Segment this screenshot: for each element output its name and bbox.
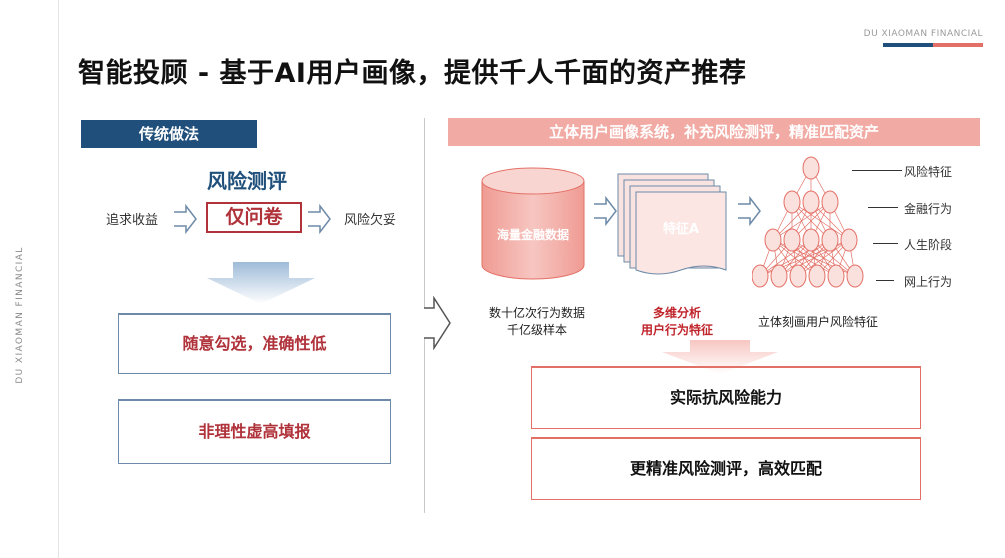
output-label: 风险欠妥 [344,213,397,228]
feature-caption-line: 用户行为特征 [640,323,713,337]
feature-label: 特征A [662,222,700,237]
network-node [802,190,820,214]
network-node [789,264,807,288]
feature-line [876,280,894,281]
network-node [840,228,858,252]
network-caption: 立体刻画用户风险特征 [757,315,878,329]
side-brand: DU XIAOMAN FINANCIAL [6,200,34,430]
network-feature-label: 人生阶段 [904,238,953,252]
arrow-right-icon [594,196,617,226]
feature-docs-icon [617,173,727,275]
database-caption-line: 数十亿次行为数据 [488,306,585,320]
network-edge [759,239,812,277]
arrow-right-icon [308,204,331,234]
side-brand-text: DU XIAOMAN FINANCIAL [15,246,25,384]
feature-caption: 多维分析 用户行为特征 [632,304,722,338]
network-edge [759,239,831,277]
network-edge [778,239,850,277]
chevron-right-icon [424,296,451,350]
database-caption-line: 千亿级样本 [506,323,567,337]
network-node [827,264,845,288]
down-arrow-icon [662,340,778,374]
network-node [764,228,782,252]
network-node [752,264,769,288]
left-border-line [58,0,59,558]
network-node [783,228,801,252]
slide-title: 智能投顾 - 基于AI用户画像，提供千人千面的资产推荐 [78,58,747,89]
feature-line [852,170,902,171]
network-feature-label: 网上行为 [904,275,953,289]
network-node [821,228,839,252]
arrow-right-icon [738,196,761,226]
brand-logo-text: DU XIAOMAN FINANCIAL [863,29,983,39]
risk-assessment-title: 风险测评 [207,169,287,193]
network-node [808,264,826,288]
right-section-header: 立体用户画像系统，补充风险测评，精准匹配资产 [448,118,980,146]
network-node [821,190,839,214]
feature-caption-line: 多维分析 [652,306,701,320]
problem-box-2: 非理性虚高填报 [118,399,391,464]
network-node [802,228,820,252]
database-caption: 数十亿次行为数据 千亿级样本 [478,304,596,338]
network-edge [772,201,831,241]
input-label: 追求收益 [106,213,159,228]
result-box-1: 实际抗风险能力 [531,366,921,429]
network-edge [797,239,850,277]
neural-network-icon [752,156,864,288]
left-section-header: 传统做法 [81,120,257,148]
arrow-right-icon [174,204,197,234]
network-feature-label: 金融行为 [904,202,953,216]
network-node [783,190,801,214]
down-arrow-icon [207,262,315,304]
database-label: 海量金融数据 [496,228,569,242]
database-icon [481,167,585,280]
network-node [802,156,820,180]
problem-box-1: 随意勾选，准确性低 [118,313,391,374]
questionnaire-box: 仅问卷 [206,202,302,233]
network-feature-label: 风险特征 [904,165,953,179]
network-node [846,264,864,288]
brand-accent-bar [883,43,983,47]
feature-line [868,207,898,208]
result-box-2: 更精准风险测评，高效匹配 [531,437,921,500]
network-node [770,264,788,288]
feature-line [873,243,898,244]
